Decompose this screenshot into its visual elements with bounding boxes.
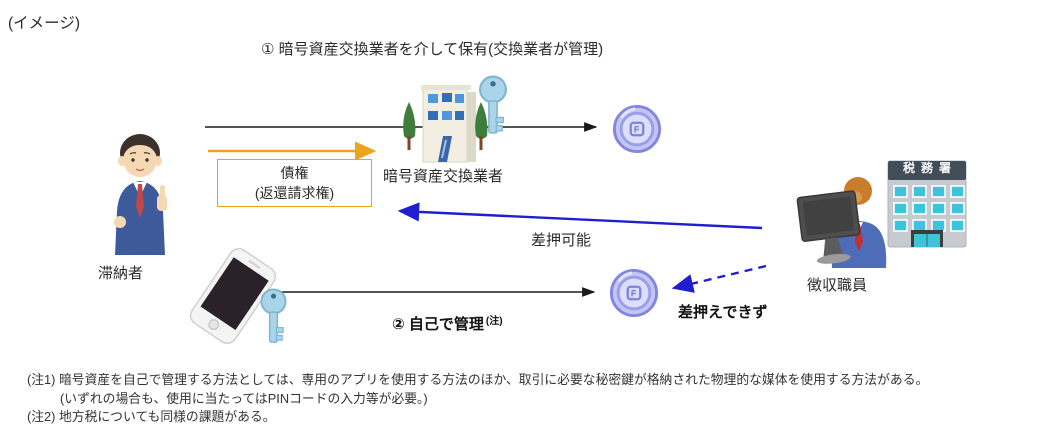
exchange-key-icon <box>479 75 507 134</box>
flow2-title-note: (注) <box>485 316 503 327</box>
claim-box: 債権 (返還請求権) <box>217 159 372 207</box>
self-key-icon <box>260 288 287 343</box>
crypto-coin-icon-1 <box>612 104 662 154</box>
no-seizure-label: 差押えできず <box>678 304 768 321</box>
tax-office-building-icon <box>887 160 967 248</box>
footnote-1-sub: (いずれの場合も、使用に当たってはPINコードの入力等が必要。) <box>60 390 428 406</box>
claim-line2: (返還請求権) <box>254 185 335 201</box>
flow1-title: ① 暗号資産交換業者を介して保有(交換業者が管理) <box>261 41 604 58</box>
taxpayer-label: 滞納者 <box>98 265 144 282</box>
smartphone-icon <box>189 247 277 345</box>
flow2-title: ② 自己で管理(注) <box>392 313 503 334</box>
image-tag-label: (イメージ) <box>8 15 81 32</box>
claim-line1: 債権 <box>280 164 309 181</box>
arrow-seizure-impossible <box>671 264 767 293</box>
exchange-label: 暗号資産交換業者 <box>383 168 504 185</box>
seizure-possible-label: 差押可能 <box>531 232 592 249</box>
arrow-seizure-possible <box>397 202 763 230</box>
crypto-coin-icon-2 <box>609 268 659 318</box>
taxpayer-figure <box>114 134 167 255</box>
footnotes: (注1) 暗号資産を自己で管理する方法としては、専用のアプリを使用する方法のほか… <box>27 371 928 427</box>
tax-office-sign: 税務署 <box>902 161 957 175</box>
collector-label: 徴収職員 <box>807 277 868 294</box>
footnote-1: (注1) 暗号資産を自己で管理する方法としては、専用のアプリを使用する方法のほか… <box>27 372 929 387</box>
collector-figure <box>796 177 887 268</box>
flow2-title-text: ② 自己で管理 <box>392 316 484 333</box>
footnote-2: (注2) 地方税についても同様の課題がある。 <box>27 409 276 425</box>
